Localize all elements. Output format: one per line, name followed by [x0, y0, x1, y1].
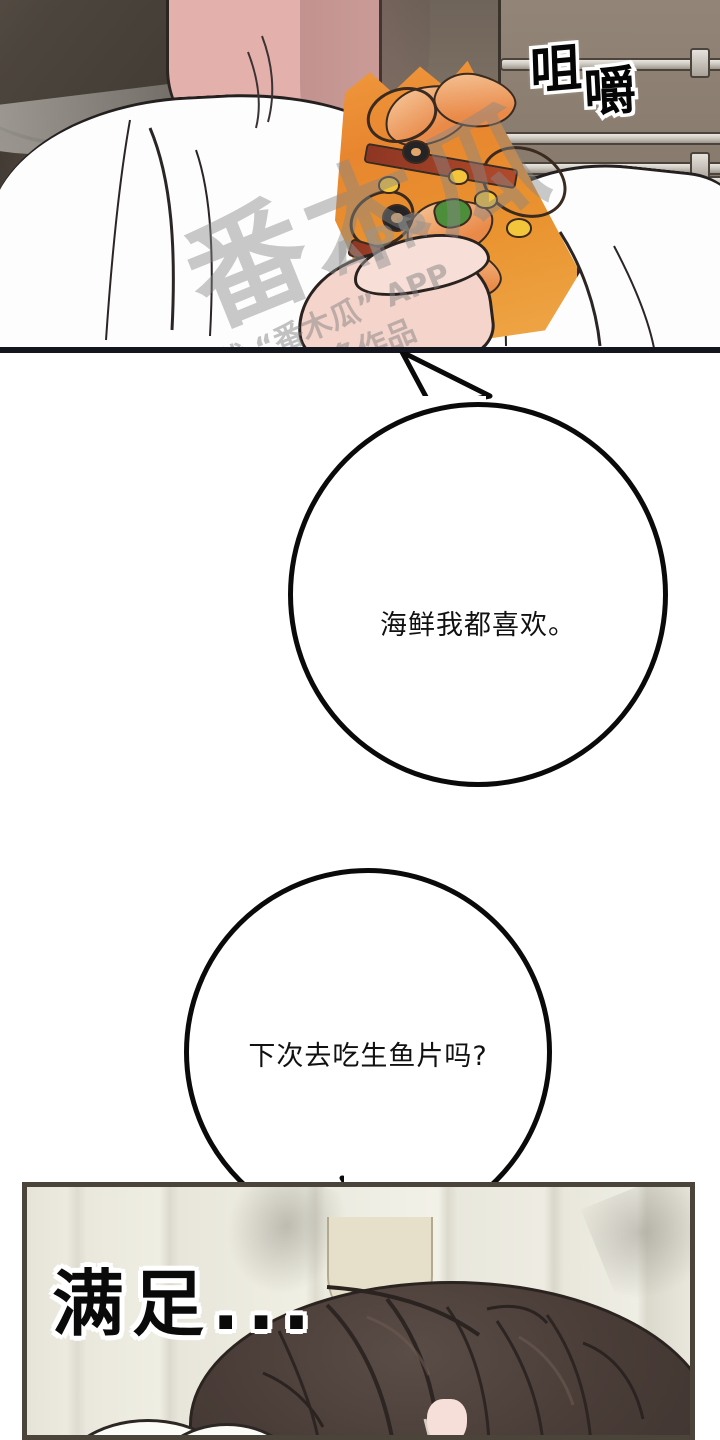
olive-topping — [402, 140, 430, 164]
comic-panel-bottom — [22, 1182, 695, 1440]
corn-kernel — [448, 168, 469, 185]
comic-panel-top: 咀嚼 番木瓜 APP 下载 “番木瓜” APP 观看更多作品 — [0, 0, 720, 350]
sfx-satisfied: 满足... — [52, 1262, 319, 1346]
sfx-chewing: 咀嚼 — [526, 34, 700, 127]
shelf-rail-cap-upper — [690, 48, 710, 78]
speech-bubble-2-text: 下次去吃生鱼片吗? — [248, 1040, 488, 1072]
corn-kernel — [506, 218, 532, 238]
sfx-chewing-char-1: 咀 — [526, 34, 589, 106]
sfx-chewing-char-2: 嚼 — [579, 57, 643, 127]
corn-kernel — [378, 176, 400, 194]
corn-kernel — [474, 190, 498, 209]
panel-divider — [0, 347, 720, 353]
speech-bubble-1: 海鲜我都喜欢。 — [288, 402, 668, 787]
olive-topping — [382, 204, 412, 232]
speech-bubble-1-text: 海鲜我都喜欢。 — [380, 610, 576, 641]
shelf-rail-upper — [500, 58, 720, 71]
character-face-peek — [427, 1399, 467, 1435]
